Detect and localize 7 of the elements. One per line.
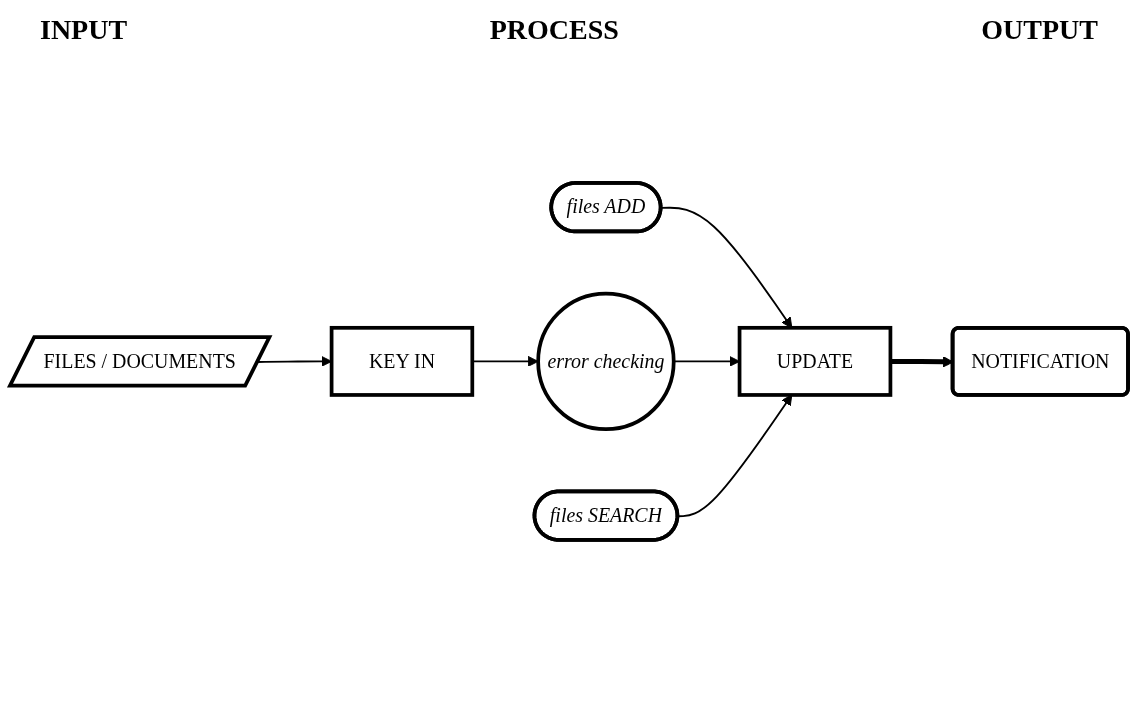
lane-heading: PROCESS (489, 14, 619, 46)
node-box: KEY IN (329, 325, 475, 397)
node-box: UPDATE (737, 325, 893, 397)
lane-heading: INPUT (40, 14, 128, 46)
arrow (890, 355, 954, 367)
node-circle: error checking (536, 291, 676, 431)
lane-heading: OUTPUT (981, 14, 1098, 46)
